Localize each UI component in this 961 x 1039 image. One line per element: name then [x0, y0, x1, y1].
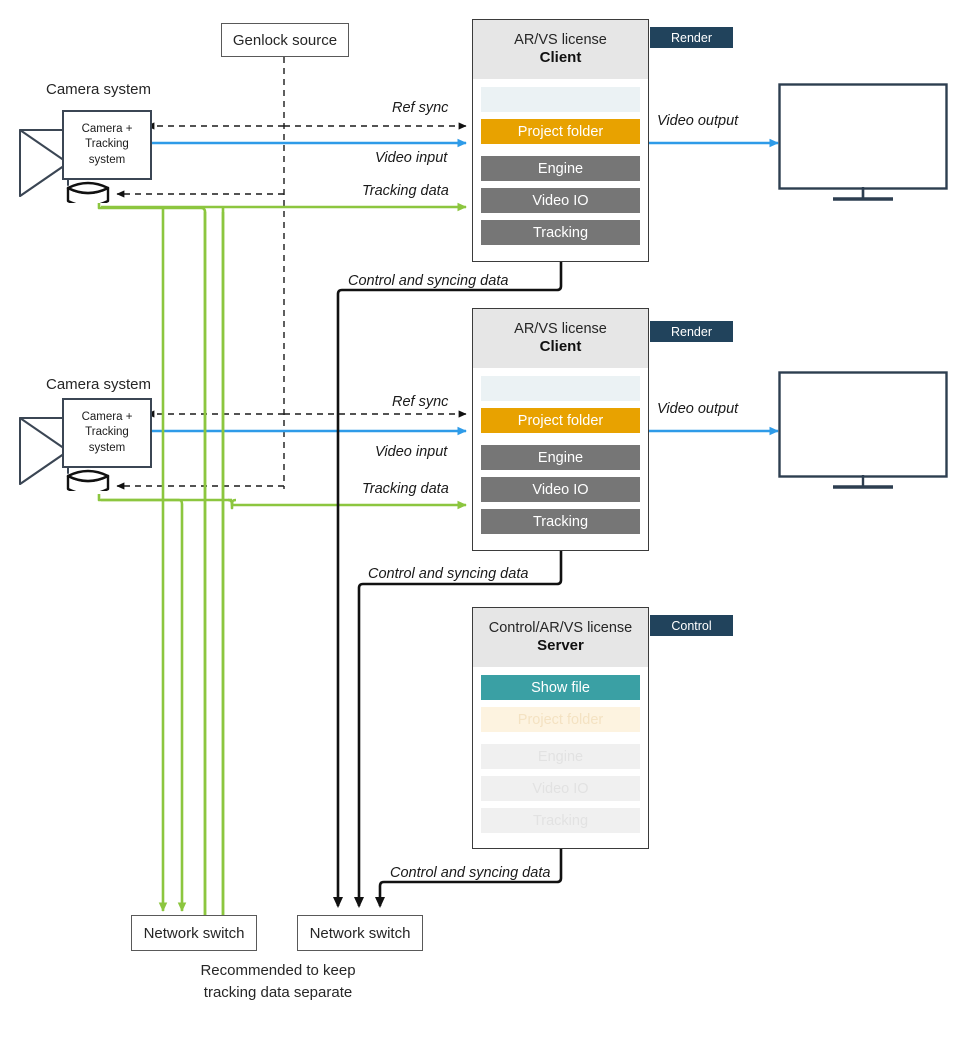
camera-2-line-3: system — [88, 441, 126, 454]
client-2-box[interactable]: AR/VS license Client Project folder Engi… — [472, 308, 649, 551]
label-video-input-1: Video input — [375, 150, 448, 166]
client-1-row-project-folder[interactable]: Project folder — [481, 119, 640, 144]
client-2-row-show-file[interactable] — [481, 376, 640, 401]
camera-1-line-3: system — [88, 153, 126, 166]
client-1-row-tracking[interactable]: Tracking — [481, 220, 640, 245]
tracking-data-lines — [97, 202, 467, 916]
client-1-box[interactable]: AR/VS license Client Project folder Engi… — [472, 19, 649, 262]
client-2-row-project-folder[interactable]: Project folder — [481, 408, 640, 433]
label-control-sync-2: Control and syncing data — [368, 566, 529, 582]
client-1-badge-label: Render — [671, 30, 712, 45]
server-control-badge: Control — [650, 615, 733, 636]
label-control-sync-1: Control and syncing data — [348, 273, 509, 289]
genlock-source-label: Genlock source — [232, 31, 338, 49]
camera-1-line-1: Camera + — [81, 122, 133, 135]
client-1-row-engine[interactable]: Engine — [481, 156, 640, 181]
camera-2-line-2: Tracking — [85, 426, 129, 439]
label-video-output-2: Video output — [657, 401, 739, 417]
network-switch-control-label: Network switch — [309, 924, 411, 942]
client-2-badge-label: Render — [671, 324, 712, 339]
client-2-row-engine[interactable]: Engine — [481, 445, 640, 470]
tracking-data-trunks — [203, 212, 225, 916]
camera-2-line-1: Camera + — [81, 410, 133, 423]
camera-system-2-label: Camera system — [46, 376, 152, 393]
client-2-header: AR/VS license Client — [473, 309, 648, 368]
tracking-separation-caption: Recommended to keep tracking data separa… — [200, 962, 356, 1001]
network-switch-tracking-label: Network switch — [143, 924, 245, 942]
client-2-render-badge: Render — [650, 321, 733, 342]
server-license: Control/AR/VS license — [488, 620, 633, 637]
label-video-input-2: Video input — [375, 444, 448, 460]
genlock-source-box[interactable]: Genlock source — [221, 23, 349, 57]
label-video-output-1: Video output — [657, 113, 739, 129]
camera-2-body[interactable]: Camera + Tracking system — [62, 398, 152, 468]
client-2-role: Client — [539, 338, 582, 356]
network-switch-control[interactable]: Network switch — [297, 915, 423, 951]
network-switch-tracking[interactable]: Network switch — [131, 915, 257, 951]
server-row-project-folder[interactable]: Project folder — [481, 707, 640, 732]
label-tracking-data-1: Tracking data — [362, 183, 449, 199]
video-output-monitor-2-stand — [833, 475, 893, 489]
camera-1-line-2: Tracking — [85, 138, 129, 151]
label-ref-sync-2: Ref sync — [392, 394, 449, 410]
server-modules: Show file Project folder Engine Video IO… — [473, 667, 648, 842]
video-output-monitor-2 — [778, 371, 948, 478]
client-2-license: AR/VS license — [514, 321, 607, 338]
client-1-row-video-io[interactable]: Video IO — [481, 188, 640, 213]
camera-system-1-label: Camera system — [46, 81, 152, 98]
server-row-show-file[interactable]: Show file — [481, 675, 640, 700]
server-box[interactable]: Control/AR/VS license Server Show file P… — [472, 607, 649, 849]
camera-2-icon — [19, 417, 110, 491]
label-tracking-data-2: Tracking data — [362, 481, 449, 497]
client-1-role: Client — [539, 49, 582, 67]
server-row-engine[interactable]: Engine — [481, 744, 640, 769]
client-1-modules: Project folder Engine Video IO Tracking — [473, 79, 648, 254]
camera-1-icon — [19, 129, 110, 203]
server-row-video-io[interactable]: Video IO — [481, 776, 640, 801]
server-role: Server — [537, 637, 584, 655]
client-1-license: AR/VS license — [514, 32, 607, 49]
video-output-monitor-1 — [778, 83, 948, 198]
label-control-sync-3: Control and syncing data — [390, 865, 551, 881]
client-2-row-video-io[interactable]: Video IO — [481, 477, 640, 502]
label-ref-sync-1: Ref sync — [392, 100, 449, 116]
server-badge-label: Control — [671, 618, 712, 633]
client-2-row-tracking[interactable]: Tracking — [481, 509, 640, 534]
control-sync-lines — [333, 253, 566, 908]
camera-1-body[interactable]: Camera + Tracking system — [62, 110, 152, 180]
server-header: Control/AR/VS license Server — [473, 608, 648, 667]
client-1-header: AR/VS license Client — [473, 20, 648, 79]
server-row-tracking[interactable]: Tracking — [481, 808, 640, 833]
client-2-modules: Project folder Engine Video IO Tracking — [473, 368, 648, 543]
client-1-render-badge: Render — [650, 27, 733, 48]
client-1-row-show-file[interactable] — [481, 87, 640, 112]
video-output-monitor-1-stand — [833, 187, 893, 201]
